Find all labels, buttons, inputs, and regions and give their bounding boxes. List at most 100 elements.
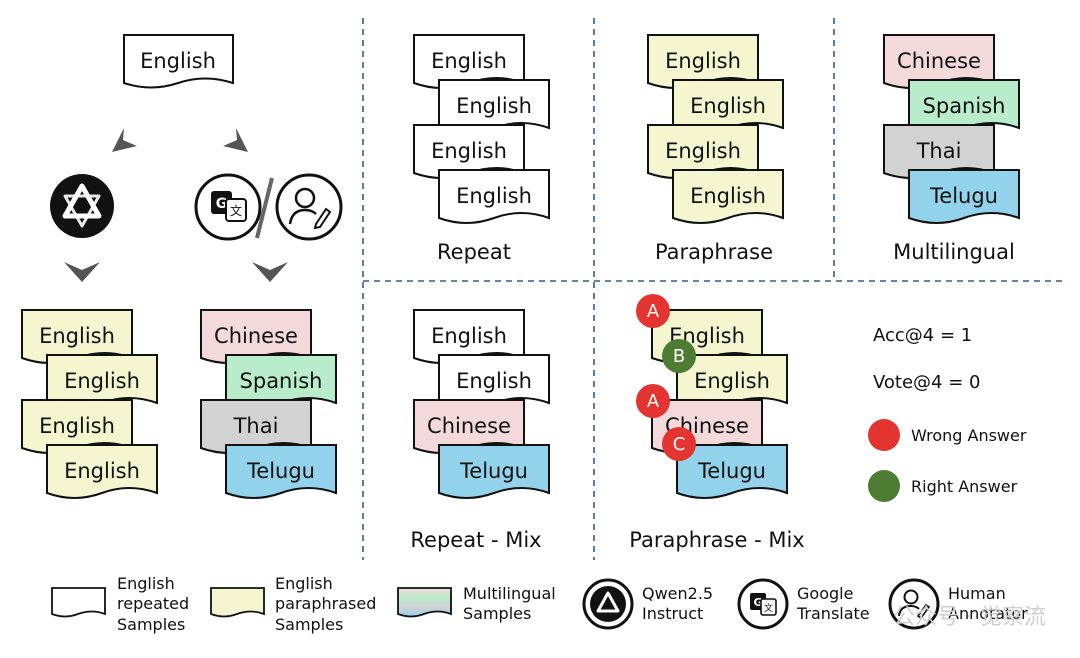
sample-document-label: Telugu	[697, 459, 766, 483]
sample-document-label: English	[690, 94, 766, 118]
legend: English repeated Samples English paraphr…	[51, 574, 1028, 634]
sample-document: Spanish	[908, 79, 1020, 134]
sample-document-shape	[225, 444, 337, 499]
legend-repeated: English repeated Samples	[51, 574, 189, 634]
legend-paraphrased-line3: Samples	[275, 615, 343, 634]
sample-document-label: Telugu	[459, 459, 528, 483]
sample-document-shape	[672, 169, 784, 224]
sample-document-label: Spanish	[923, 94, 1006, 118]
sample-document: English	[413, 124, 525, 179]
answer-marker-label: A	[647, 391, 660, 412]
right-answer-label: Right Answer	[911, 477, 1018, 496]
sample-document: Telugu	[676, 444, 788, 499]
sample-document-label: Spanish	[240, 369, 323, 393]
legend-repeated-line3: Samples	[117, 615, 185, 634]
wrong-answer-label: Wrong Answer	[911, 426, 1027, 445]
arrow-down-right-icon	[223, 128, 248, 152]
sample-document-label: English	[690, 184, 766, 208]
qwen-logo-icon	[50, 174, 114, 238]
sample-document-label: Chinese	[427, 414, 511, 438]
multilingual-title: Multilingual	[893, 240, 1015, 264]
sample-document-shape	[438, 169, 550, 224]
sample-document: English	[676, 354, 788, 409]
sample-document-label: English	[39, 414, 115, 438]
sample-document: English	[438, 79, 550, 134]
legend-qwen-line1: Qwen2.5	[642, 584, 713, 603]
answer-marker-label: A	[647, 301, 660, 322]
panel-dividers	[362, 18, 1066, 560]
sample-document-label: English	[431, 49, 507, 73]
sample-document-shape	[908, 169, 1020, 224]
svg-text:G: G	[753, 596, 762, 609]
sample-document: Thai	[200, 399, 312, 454]
answer-marker	[636, 294, 670, 328]
sample-document: Chinese	[200, 309, 312, 364]
sample-document: English	[647, 34, 759, 89]
sample-document-label: English	[431, 324, 507, 348]
answer-marker-label: B	[673, 346, 685, 367]
sample-document-shape	[438, 444, 550, 499]
legend-human-annotator-icon	[888, 578, 940, 630]
legend-qwen-icon	[582, 578, 634, 630]
paraphrase-title: Paraphrase	[655, 240, 773, 264]
arrow-down-translate-icon	[252, 262, 288, 282]
sample-document-label: Chinese	[214, 324, 298, 348]
sample-document-label: English	[431, 139, 507, 163]
answer-marker	[662, 427, 696, 461]
repeat-mix-title: Repeat - Mix	[410, 528, 541, 552]
legend-google-line1: Google	[797, 584, 853, 603]
answer-marker-label: C	[673, 434, 686, 455]
sample-document-label: Thai	[233, 414, 279, 438]
sample-document: Spanish	[225, 354, 337, 409]
legend-multilingual-line2: Samples	[463, 604, 531, 623]
sample-document-label: English	[39, 324, 115, 348]
human-annotator-icon	[275, 173, 343, 241]
answer-marker	[662, 339, 696, 373]
sample-document: English	[647, 124, 759, 179]
sample-document: Telugu	[438, 444, 550, 499]
google-translate-icon: G 文	[194, 173, 262, 241]
legend-paraphrased-line2: paraphrased	[275, 594, 376, 613]
vote-metric: Vote@4 = 0	[873, 372, 981, 393]
sample-document-label: Chinese	[897, 49, 981, 73]
sample-document-label: English	[694, 369, 770, 393]
sample-document-label: English	[456, 184, 532, 208]
legend-multilingual: Multilingual Samples	[397, 584, 556, 623]
legend-qwen: Qwen2.5 Instruct	[582, 578, 713, 630]
sample-document-label: English	[64, 369, 140, 393]
sample-document-shape	[46, 444, 158, 499]
sample-document: English	[672, 169, 784, 224]
legend-google: G 文 Google Translate	[737, 578, 870, 630]
sample-document: Telugu	[225, 444, 337, 499]
legend-paraphrased-line1: English	[275, 574, 333, 593]
repeat-title: Repeat	[437, 240, 511, 264]
svg-text:文: 文	[230, 203, 242, 218]
answer-markers: A B A C	[636, 294, 696, 461]
pipeline-section: English G 文	[21, 34, 343, 499]
sample-document: English	[21, 399, 133, 454]
sample-document: Telugu	[908, 169, 1020, 224]
sample-document: English	[672, 79, 784, 134]
sample-document-label: English	[665, 139, 741, 163]
wrong-answer-dot	[868, 419, 900, 451]
sample-document-label: Telugu	[246, 459, 315, 483]
source-document-label: English	[140, 49, 216, 73]
legend-repeated-line1: English	[117, 574, 175, 593]
arrow-down-left-icon	[112, 128, 137, 152]
legend-human: Human Annotator	[888, 578, 1028, 630]
sample-document: English	[46, 444, 158, 499]
svg-text:G: G	[216, 196, 228, 212]
arrow-down-qwen-icon	[64, 262, 100, 282]
sample-document-label: English	[456, 94, 532, 118]
legend-google-translate-icon: G 文	[737, 578, 789, 630]
